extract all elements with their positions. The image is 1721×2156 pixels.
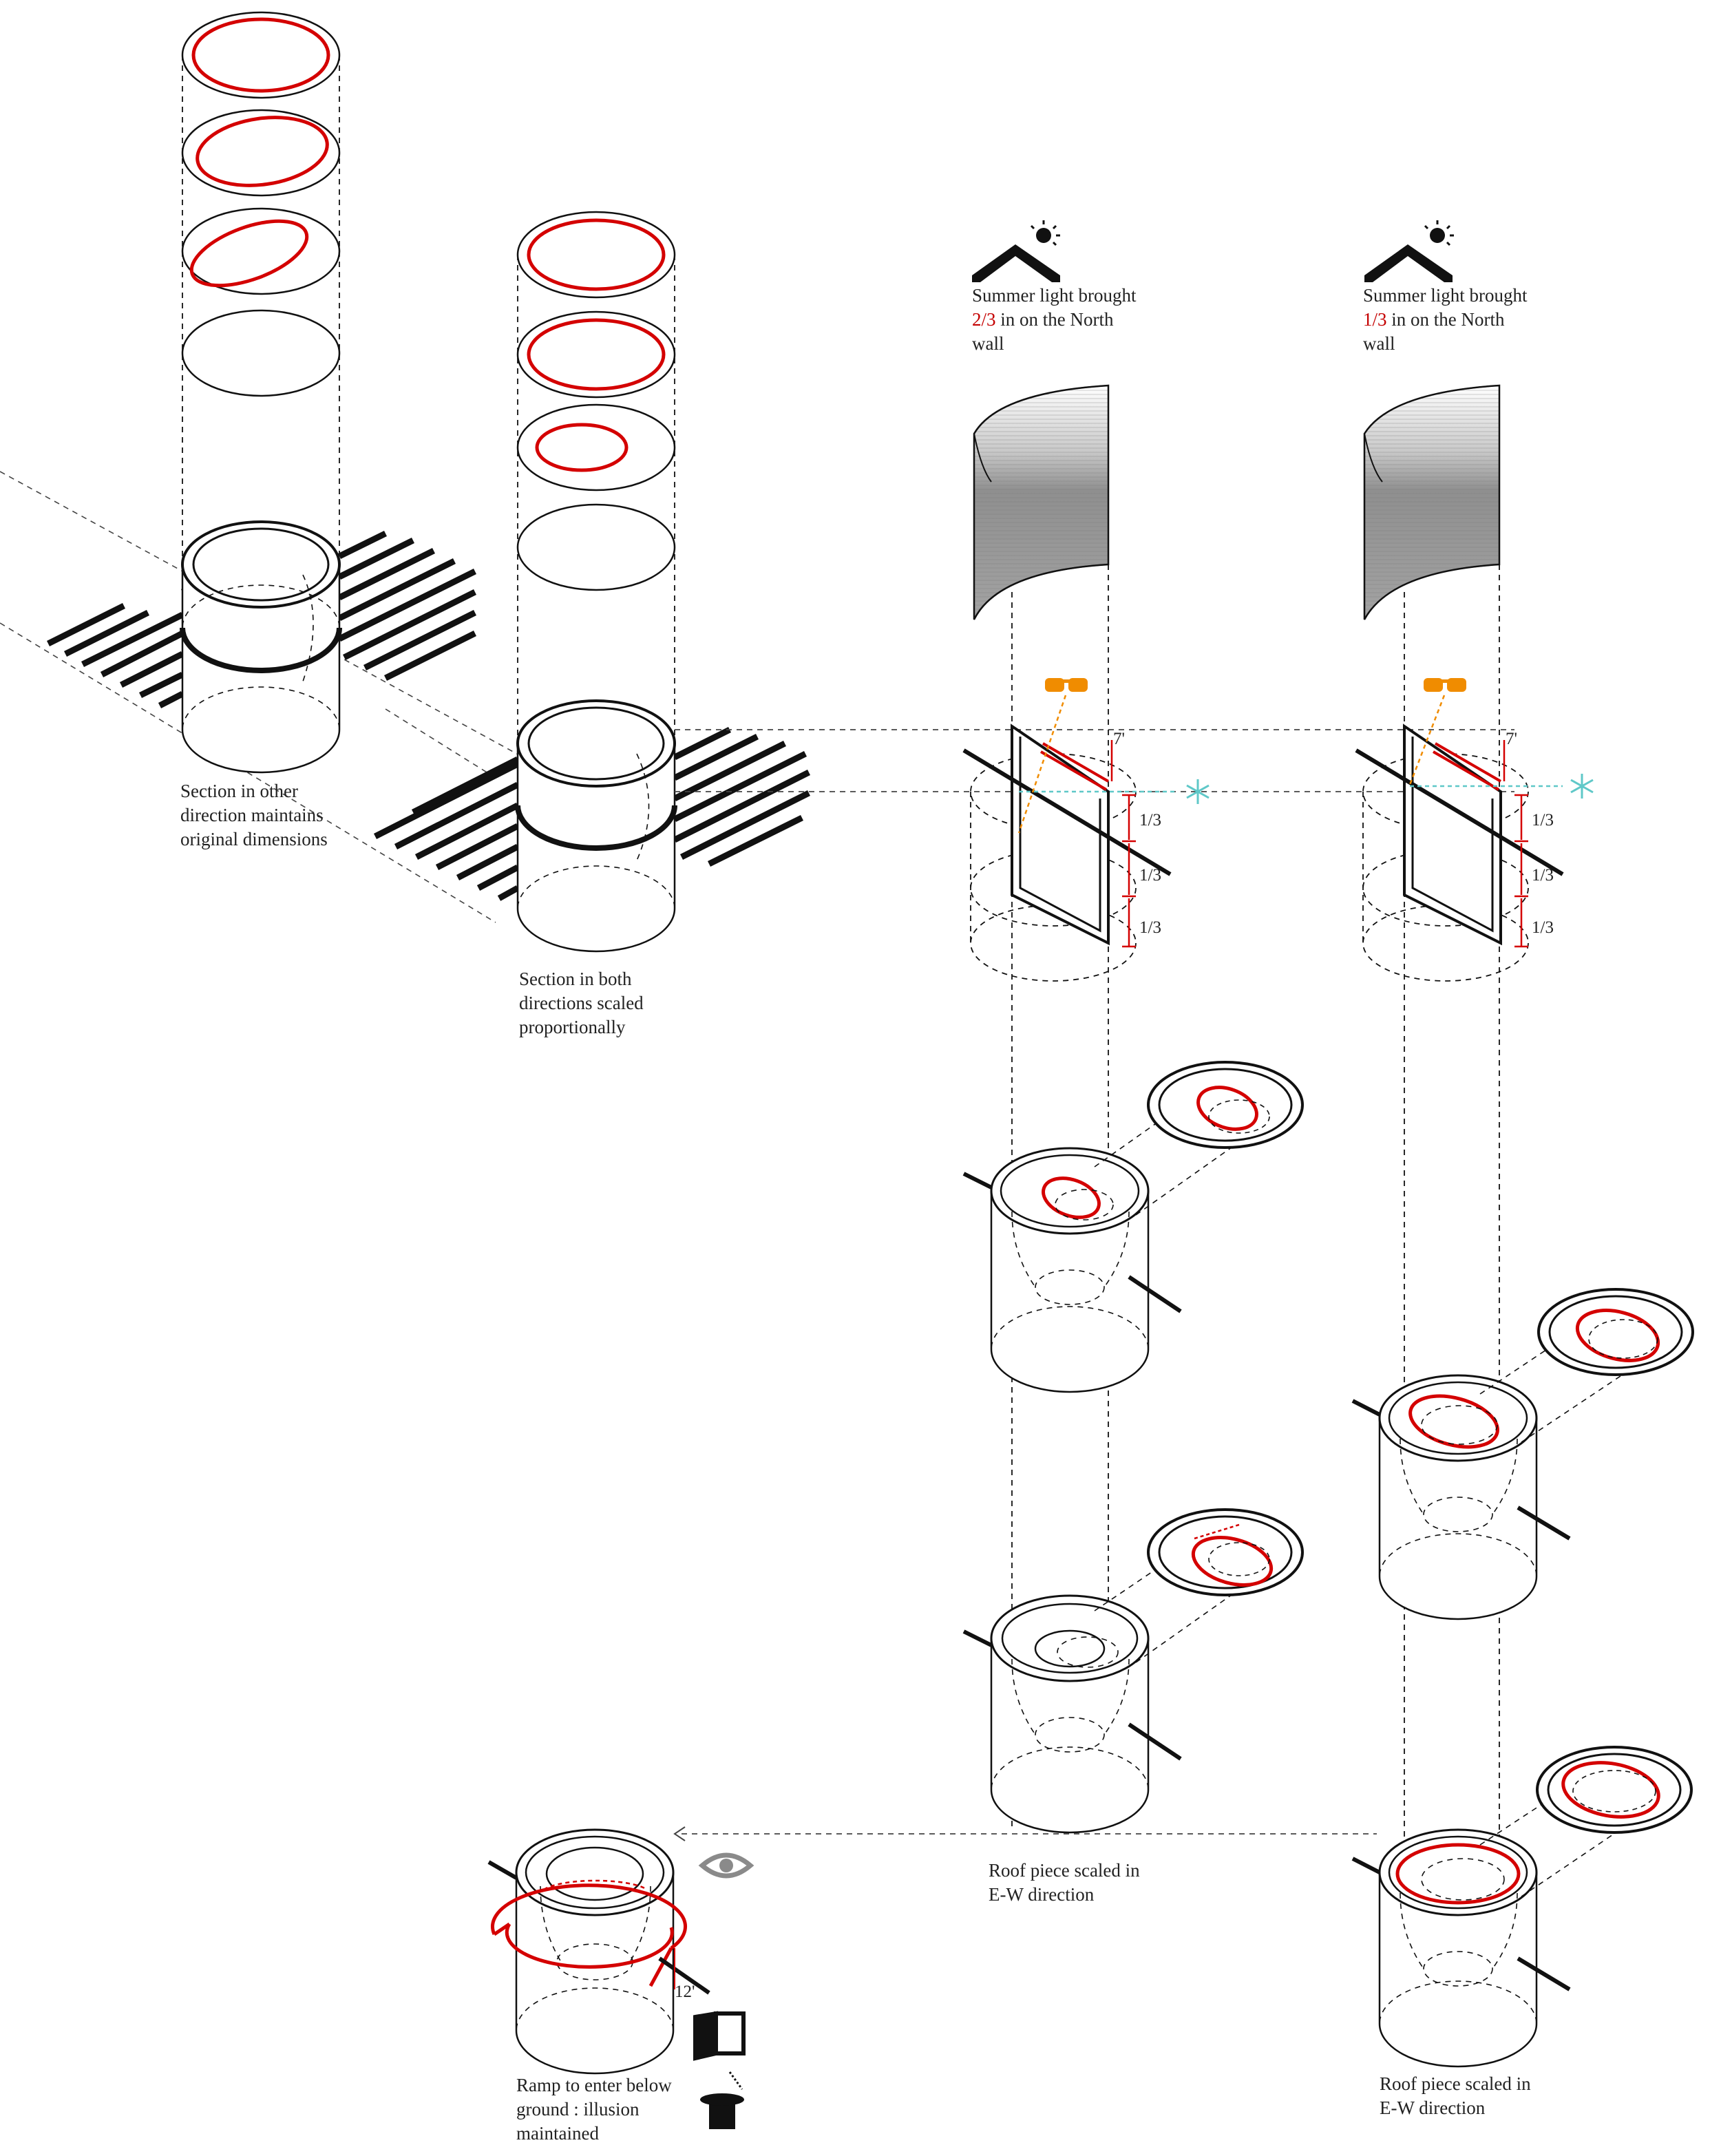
roof-piece-b1: [1351, 1288, 1694, 1620]
caption-text: in on the North: [995, 309, 1114, 330]
dimension-third-a1: 1/3: [1139, 811, 1161, 829]
caption-ramp: Ramp to enter below ground : illusion ma…: [516, 2073, 672, 2146]
caption-text: in on the North: [1386, 309, 1505, 330]
caption-roof-a: Roof piece scaled in E-W direction: [989, 1859, 1140, 1907]
caption-line: Section in both: [519, 969, 632, 989]
dimension-seven-b: 7': [1506, 730, 1518, 748]
caption-line: direction maintains: [180, 805, 324, 825]
caption-line: 2/3 in on the North: [972, 308, 1137, 332]
tower-1: [46, 11, 477, 774]
tower-2: [373, 211, 811, 953]
roof-piece-b2: [1351, 1746, 1693, 2068]
dimension-twelve: 12': [675, 1983, 695, 2001]
sunglasses-icon-b: [1424, 678, 1466, 692]
eye-icon: [698, 1852, 754, 1879]
tower-3: [962, 220, 1304, 1834]
dimension-third-b1: 1/3: [1532, 811, 1554, 829]
caption-summer-b: Summer light brought 1/3 in on the North…: [1363, 284, 1528, 356]
dimension-third-a2: 1/3: [1139, 866, 1161, 885]
caption-line: Section in other: [180, 781, 298, 801]
fraction-highlight: 1/3: [1363, 309, 1387, 330]
arrowhead: [673, 1826, 686, 1841]
sunglasses-icon-a: [1045, 678, 1088, 692]
caption-line: E-W direction: [1380, 2097, 1486, 2118]
roof-piece-a2: [962, 1508, 1304, 1834]
door-icon: [693, 2011, 746, 2061]
caption-section-other: Section in other direction maintains ori…: [180, 779, 328, 852]
caption-roof-b: Roof piece scaled in E-W direction: [1380, 2072, 1531, 2120]
fraction-highlight: 2/3: [972, 309, 996, 330]
dimension-third-a3: 1/3: [1139, 918, 1161, 937]
top-hat-icon: [700, 2071, 744, 2129]
caption-line: Roof piece scaled in: [989, 1860, 1140, 1881]
house-sun-icon-b: [1364, 228, 1453, 282]
caption-line: Roof piece scaled in: [1380, 2073, 1531, 2094]
caption-line: Summer light brought: [972, 285, 1137, 306]
caption-line: Ramp to enter below: [516, 2075, 672, 2095]
dimension-third-b2: 1/3: [1532, 866, 1554, 885]
caption-line: Summer light brought: [1363, 285, 1528, 306]
caption-section-both: Section in both directions scaled propor…: [519, 967, 644, 1039]
caption-line: original dimensions: [180, 829, 328, 849]
caption-line: maintained: [516, 2123, 599, 2144]
caption-line: proportionally: [519, 1017, 626, 1037]
caption-line: wall: [972, 333, 1004, 354]
caption-line: wall: [1363, 333, 1395, 354]
roof-piece-a1: [962, 1061, 1304, 1393]
ramp-piece: [487, 1828, 710, 2075]
caption-line: ground : illusion: [516, 2099, 640, 2120]
reference-lines: [675, 729, 1514, 1835]
caption-summer-a: Summer light brought 2/3 in on the North…: [972, 284, 1137, 356]
house-sun-icon-a: [972, 228, 1060, 282]
dimension-third-b3: 1/3: [1532, 918, 1554, 937]
caption-line: E-W direction: [989, 1884, 1095, 1905]
snowflake-icon-b: [1570, 774, 1594, 799]
tower-4: [1351, 220, 1694, 2068]
ground-projection-lines: [0, 471, 524, 923]
caption-line: 1/3 in on the North: [1363, 308, 1528, 332]
caption-line: directions scaled: [519, 993, 644, 1013]
snowflake-icon-a: [1186, 779, 1210, 804]
dimension-seven-a: 7': [1113, 730, 1126, 748]
